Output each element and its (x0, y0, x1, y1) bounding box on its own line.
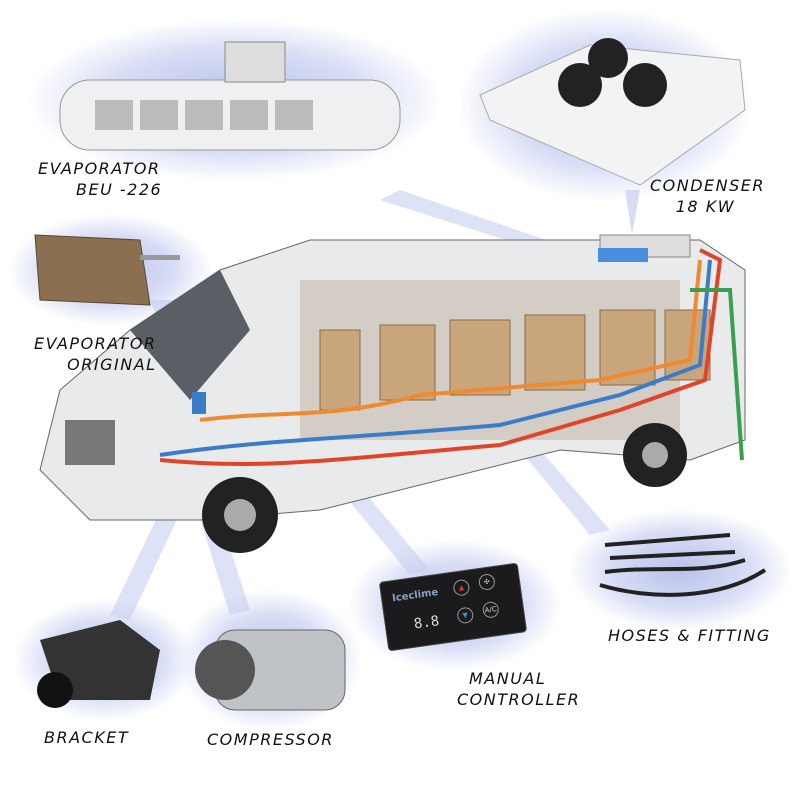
manual-controller-label: MANUAL CONTROLLER (457, 668, 580, 710)
bracket-part (37, 620, 160, 708)
refrigerant-lines (159, 248, 744, 467)
bracket-label: BRACKET (44, 728, 130, 747)
label-line: EVAPORATOR (38, 159, 161, 178)
compressor-part (195, 629, 346, 711)
hoses-label: HOSES & FITTING (608, 626, 771, 645)
evaporator-original-coil (34, 234, 180, 306)
compressor-label: COMPRESSOR (207, 730, 334, 749)
fan-button[interactable]: ✣ (477, 573, 496, 592)
condenser-unit (479, 38, 746, 186)
ac-button[interactable]: A/C (481, 600, 500, 619)
label-line: CONTROLLER (457, 690, 581, 709)
up-button[interactable]: ▲ (452, 578, 471, 597)
label-line: MANUAL (469, 669, 547, 688)
label-line: CONDENSER (650, 176, 766, 195)
evaporator-beu-label: EVAPORATOR BEU -226 (38, 158, 162, 200)
hoses-fitting (599, 533, 767, 597)
hoses-beam (520, 450, 610, 535)
label-line: EVAPORATOR (34, 334, 157, 353)
label-line: ORIGINAL (67, 355, 157, 374)
label-line: BEU -226 (76, 180, 163, 199)
condenser-beam (625, 190, 640, 235)
van-body (39, 234, 746, 553)
controller-display: 8.8 (412, 613, 441, 633)
controller-logo: Iceclime (391, 586, 440, 605)
label-line: 18 KW (675, 197, 736, 216)
down-button[interactable]: ▼ (456, 606, 475, 625)
evaporator-original-label: EVAPORATOR ORIGINAL (34, 333, 157, 375)
condenser-label: CONDENSER 18 KW (650, 175, 765, 217)
evaporator-beu-unit (59, 41, 401, 151)
